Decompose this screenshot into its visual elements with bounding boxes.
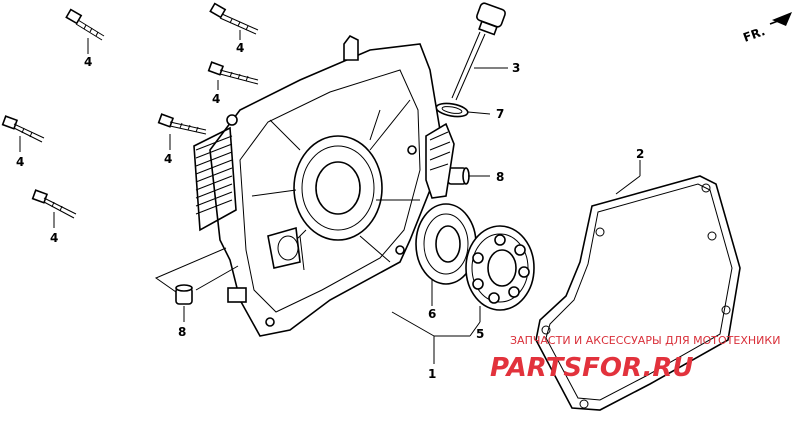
callout-dipstick: 3	[512, 61, 520, 75]
dipstick-part	[451, 2, 508, 101]
callout-labels: 4 4 4 4 4 4 3 7 8 8 2 6 5 1	[16, 41, 644, 381]
callout-bolt-a: 4	[84, 55, 92, 69]
bolt-part	[157, 113, 207, 150]
bolt-part	[31, 189, 77, 228]
oil-seal-part	[415, 203, 477, 306]
dowel-pin-right	[447, 167, 490, 185]
bolt-part	[207, 61, 259, 90]
callout-bolt-f: 4	[50, 231, 58, 245]
assembly-leader	[391, 311, 481, 364]
front-direction-label: FR.	[741, 24, 767, 45]
oring-part	[435, 102, 491, 118]
bolt-part	[1, 115, 45, 152]
bolt-part	[209, 2, 259, 40]
watermark: ЗАПЧАСТИ И АКСЕССУАРЫ ДЛЯ МОТОТЕХНИКИ PA…	[490, 334, 780, 383]
callout-bolt-d: 4	[16, 155, 24, 169]
bearing-balls	[472, 234, 530, 304]
crankcase-cover	[193, 34, 455, 337]
cooling-fins	[193, 126, 237, 232]
callout-bolt-c: 4	[212, 92, 220, 106]
watermark-brand: PARTSFOR.RU	[490, 353, 693, 383]
bolt-part	[65, 8, 105, 54]
callout-bolt-b: 4	[236, 41, 244, 55]
ball-bearing-part	[465, 225, 535, 322]
crank-boss	[293, 135, 383, 241]
gasket-part	[535, 160, 741, 411]
dowel-left-leader	[154, 247, 227, 293]
dowel-pin-left	[175, 284, 193, 322]
callout-gasket: 2	[636, 147, 644, 161]
watermark-tagline: ЗАПЧАСТИ И АКСЕССУАРЫ ДЛЯ МОТОТЕХНИКИ	[510, 334, 780, 347]
callout-seal: 6	[428, 307, 436, 321]
callout-assembly: 1	[428, 367, 436, 381]
breather-tube	[425, 122, 455, 199]
front-direction-indicator: FR.	[741, 12, 792, 45]
callout-bolt-e: 4	[164, 152, 172, 166]
front-arrow-shaft	[769, 17, 787, 25]
callout-oring: 7	[496, 107, 504, 121]
callout-dowel-left: 8	[178, 325, 186, 339]
dowel-left-leader-2	[195, 265, 239, 291]
bolt-group	[1, 2, 259, 228]
callout-dowel-right: 8	[496, 170, 504, 184]
callout-bearing: 5	[476, 327, 484, 341]
